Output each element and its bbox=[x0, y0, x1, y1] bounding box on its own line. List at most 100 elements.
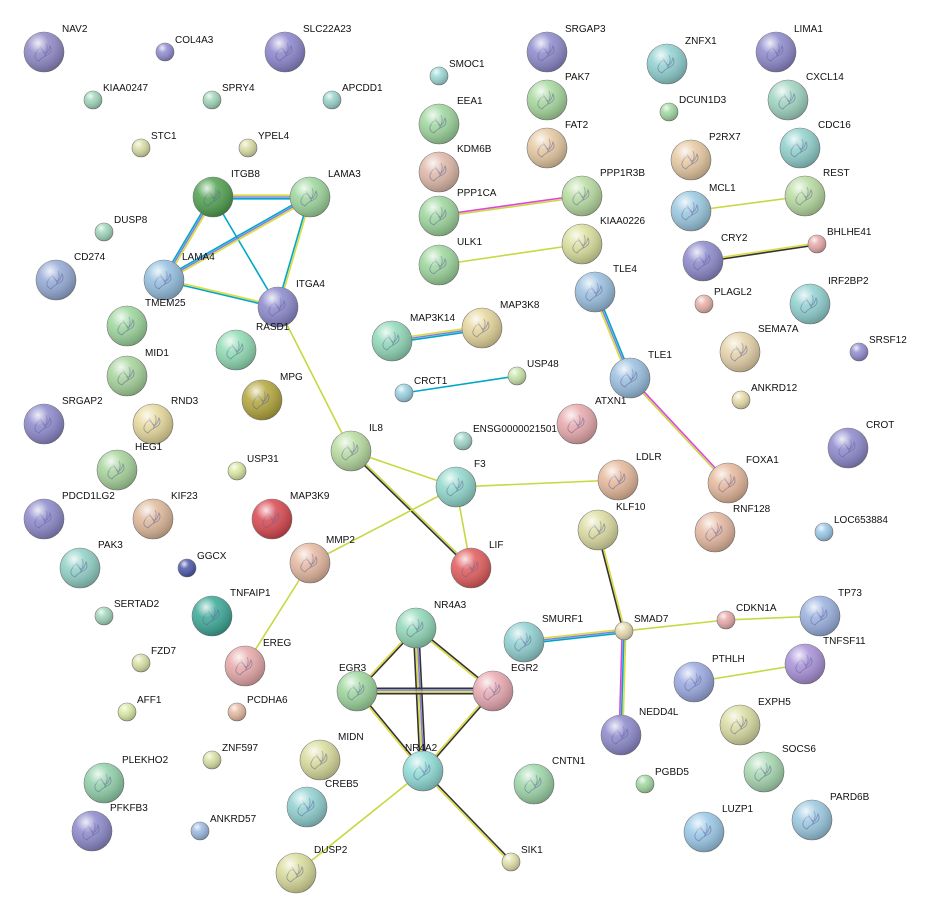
node-usp31[interactable]: USP31 bbox=[227, 454, 279, 481]
node-crct1[interactable]: CRCT1 bbox=[394, 376, 448, 403]
node-pard6b[interactable]: PARD6B bbox=[791, 792, 870, 841]
node-exph5[interactable]: EXPH5 bbox=[719, 697, 791, 746]
node-tmem25[interactable]: TMEM25 bbox=[106, 298, 186, 347]
node-tnfsf11[interactable]: TNFSF11 bbox=[784, 636, 866, 685]
node-slc22a23[interactable]: SLC22A23 bbox=[264, 24, 352, 73]
node-rasd1[interactable]: RASD1 bbox=[215, 322, 290, 371]
node-tnfaip1[interactable]: TNFAIP1 bbox=[191, 588, 271, 637]
node-ankrd57[interactable]: ANKRD57 bbox=[190, 814, 257, 841]
node-pcdha6[interactable]: PCDHA6 bbox=[227, 695, 288, 722]
node-foxa1[interactable]: FOXA1 bbox=[707, 455, 779, 504]
node-cdc16[interactable]: CDC16 bbox=[779, 120, 851, 169]
node-smurf1[interactable]: SMURF1 bbox=[503, 614, 584, 663]
node-ypel4[interactable]: YPEL4 bbox=[238, 131, 290, 158]
node-rnd3[interactable]: RND3 bbox=[132, 396, 199, 445]
node-dusp8[interactable]: DUSP8 bbox=[94, 215, 148, 242]
node-lima1[interactable]: LIMA1 bbox=[755, 24, 823, 73]
node-itga4[interactable]: ITGA4 bbox=[257, 279, 325, 328]
node-atxn1[interactable]: ATXN1 bbox=[556, 396, 627, 445]
node-nr4a3[interactable]: NR4A3 bbox=[395, 600, 467, 649]
node-kdm6b[interactable]: KDM6B bbox=[418, 144, 492, 193]
node-sertad2[interactable]: SERTAD2 bbox=[94, 599, 160, 626]
node-map3k9[interactable]: MAP3K9 bbox=[251, 491, 330, 540]
node-egr2[interactable]: EGR2 bbox=[472, 663, 539, 712]
node-tle4[interactable]: TLE4 bbox=[574, 264, 637, 313]
node-rnf128[interactable]: RNF128 bbox=[694, 504, 771, 553]
node-ankrd12[interactable]: ANKRD12 bbox=[731, 383, 798, 410]
node-apcdd1[interactable]: APCDD1 bbox=[322, 83, 383, 110]
node-mid1[interactable]: MID1 bbox=[106, 348, 169, 397]
node-srgap2[interactable]: SRGAP2 bbox=[23, 396, 103, 445]
node-midn[interactable]: MIDN bbox=[299, 732, 364, 781]
node-nedd4l[interactable]: NEDD4L bbox=[600, 707, 679, 756]
node-col4a3[interactable]: COL4A3 bbox=[155, 35, 214, 62]
node-plekho2[interactable]: PLEKHO2 bbox=[83, 755, 169, 804]
node-srgap3[interactable]: SRGAP3 bbox=[526, 24, 606, 73]
node-itgb8[interactable]: ITGB8 bbox=[192, 169, 260, 218]
node-fzd7[interactable]: FZD7 bbox=[131, 646, 176, 673]
node-spry4[interactable]: SPRY4 bbox=[202, 83, 255, 110]
node-cntn1[interactable]: CNTN1 bbox=[513, 756, 586, 805]
node-usp48[interactable]: USP48 bbox=[507, 359, 559, 386]
node-eea1[interactable]: EEA1 bbox=[418, 96, 483, 145]
node-p2rx7[interactable]: P2RX7 bbox=[670, 132, 741, 181]
node-tle1[interactable]: TLE1 bbox=[609, 350, 672, 399]
node-ulk1[interactable]: ULK1 bbox=[418, 237, 482, 286]
node-pfkfb3[interactable]: PFKFB3 bbox=[71, 803, 148, 852]
node-sik1[interactable]: SIK1 bbox=[501, 845, 543, 872]
node-loc653884[interactable]: LOC653884 bbox=[814, 515, 888, 542]
node-ppp1ca[interactable]: PPP1CA bbox=[418, 188, 497, 237]
node-bhlhe41[interactable]: BHLHE41 bbox=[807, 227, 872, 254]
node-kif23[interactable]: KIF23 bbox=[132, 491, 198, 540]
node-egr3[interactable]: EGR3 bbox=[336, 663, 378, 712]
node-pak7[interactable]: PAK7 bbox=[526, 72, 590, 121]
node-dusp2[interactable]: DUSP2 bbox=[275, 845, 348, 894]
node-tp73[interactable]: TP73 bbox=[799, 588, 862, 637]
node-sema7a[interactable]: SEMA7A bbox=[719, 324, 799, 373]
node-il8[interactable]: IL8 bbox=[330, 423, 383, 472]
node-aff1[interactable]: AFF1 bbox=[117, 695, 162, 722]
node-srsf12[interactable]: SRSF12 bbox=[849, 335, 907, 362]
node-kiaa0247[interactable]: KIAA0247 bbox=[83, 83, 148, 110]
node-ggcx[interactable]: GGCX bbox=[177, 551, 227, 578]
node-fat2[interactable]: FAT2 bbox=[526, 120, 589, 169]
node-pak3[interactable]: PAK3 bbox=[59, 540, 123, 589]
node-cd274[interactable]: CD274 bbox=[35, 252, 106, 301]
node-socs6[interactable]: SOCS6 bbox=[743, 744, 816, 793]
node-pgbd5[interactable]: PGBD5 bbox=[635, 767, 689, 794]
node-irf2bp2[interactable]: IRF2BP2 bbox=[789, 276, 869, 325]
node-dcun1d3[interactable]: DCUN1D3 bbox=[659, 95, 727, 122]
node-creb5[interactable]: CREB5 bbox=[286, 779, 359, 828]
node-stc1[interactable]: STC1 bbox=[131, 131, 177, 158]
node-cdkn1a[interactable]: CDKN1A bbox=[716, 603, 777, 630]
node-lama3[interactable]: LAMA3 bbox=[289, 169, 361, 218]
node-lama4[interactable]: LAMA4 bbox=[143, 252, 215, 301]
node-pdcd1lg2[interactable]: PDCD1LG2 bbox=[23, 491, 115, 540]
node-ereg[interactable]: EREG bbox=[224, 638, 292, 687]
node-nav2[interactable]: NAV2 bbox=[23, 24, 88, 73]
node-mpg[interactable]: MPG bbox=[241, 372, 303, 421]
node-luzp1[interactable]: LUZP1 bbox=[683, 804, 754, 853]
node-map3k14[interactable]: MAP3K14 bbox=[371, 313, 455, 362]
node-klf10[interactable]: KLF10 bbox=[577, 502, 646, 551]
node-rest[interactable]: REST bbox=[784, 168, 850, 217]
node-crot[interactable]: CROT bbox=[827, 420, 894, 469]
node-plagl2[interactable]: PLAGL2 bbox=[694, 287, 752, 314]
node-cxcl14[interactable]: CXCL14 bbox=[767, 72, 844, 121]
node-mcl1[interactable]: MCL1 bbox=[670, 183, 736, 232]
node-ppp1r3b[interactable]: PPP1R3B bbox=[561, 168, 645, 217]
node-smoc1[interactable]: SMOC1 bbox=[429, 59, 485, 86]
node-mmp2[interactable]: MMP2 bbox=[289, 535, 355, 584]
node-znfx1[interactable]: ZNFX1 bbox=[646, 36, 717, 85]
node-znf597[interactable]: ZNF597 bbox=[202, 743, 259, 770]
node-kiaa0226[interactable]: KIAA0226 bbox=[561, 216, 645, 265]
node-ldlr[interactable]: LDLR bbox=[597, 452, 662, 501]
node-ensg00000215019[interactable]: ENSG00000215019 bbox=[453, 424, 563, 451]
node-heg1[interactable]: HEG1 bbox=[96, 442, 163, 491]
node-map3k8[interactable]: MAP3K8 bbox=[461, 300, 540, 349]
node-smad7[interactable]: SMAD7 bbox=[614, 614, 669, 641]
node-pthlh[interactable]: PTHLH bbox=[673, 654, 745, 703]
node-lif[interactable]: LIF bbox=[450, 540, 503, 589]
node-cry2[interactable]: CRY2 bbox=[682, 233, 748, 282]
node-f3[interactable]: F3 bbox=[435, 459, 486, 508]
